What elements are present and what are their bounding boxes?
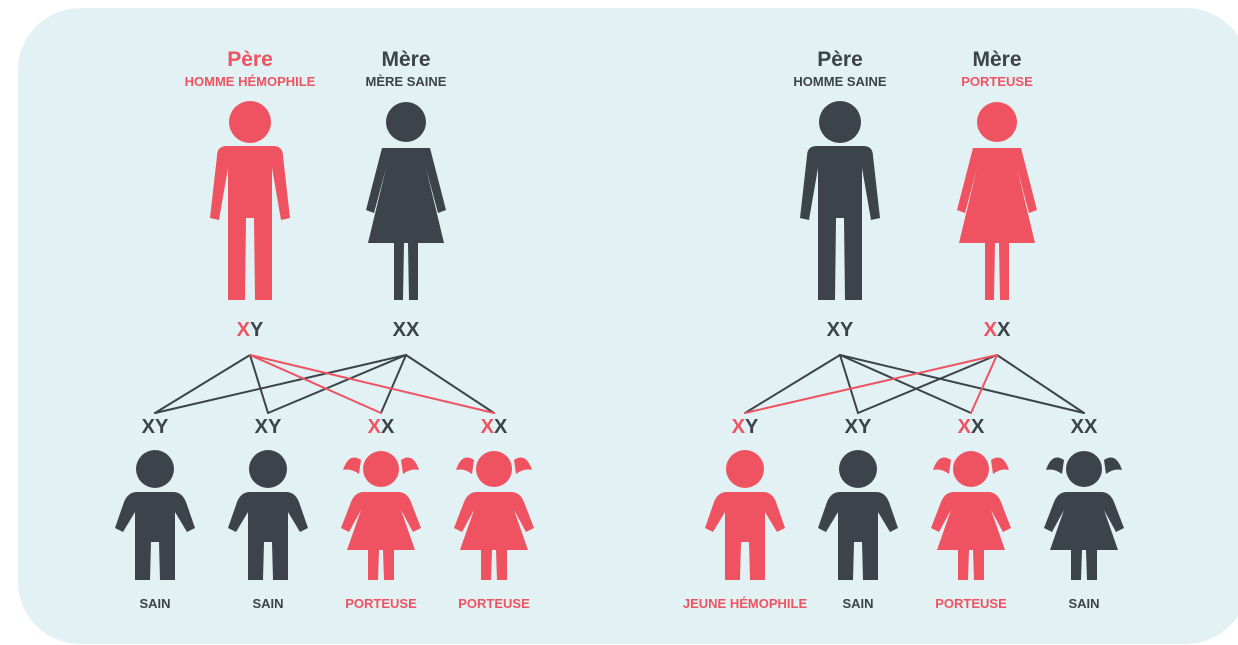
inheritance-line xyxy=(839,354,972,414)
girl-icon xyxy=(1044,451,1124,580)
inheritance-lines xyxy=(744,354,1085,414)
genotype-letter: X xyxy=(381,416,395,438)
child-label: PORTEUSE xyxy=(458,596,530,611)
inheritance-line xyxy=(249,354,495,414)
boy-icon xyxy=(228,450,308,580)
child-figure xyxy=(705,450,785,580)
parent-title: Père xyxy=(817,48,863,71)
genotype-letter: Y xyxy=(840,319,854,341)
genotype-letter: X xyxy=(406,319,420,341)
genotype-letter: X xyxy=(368,416,382,438)
father-figure xyxy=(800,101,880,300)
genotype-letter: X xyxy=(494,416,508,438)
inheritance-line xyxy=(744,354,841,414)
child-figure xyxy=(115,450,195,580)
genotype-letter: Y xyxy=(155,416,169,438)
child-genotype: XX xyxy=(958,416,985,438)
genotype-letter: X xyxy=(984,319,998,341)
inheritance-lines xyxy=(154,354,495,414)
parent-subtitle: PORTEUSE xyxy=(961,74,1033,89)
girl-icon xyxy=(454,451,534,580)
child-figure xyxy=(818,450,898,580)
man-icon xyxy=(800,101,880,300)
child-label: JEUNE HÉMOPHILE xyxy=(683,596,808,611)
genotype-letter: Y xyxy=(745,416,759,438)
genotype-letter: X xyxy=(732,416,746,438)
mother-figure xyxy=(366,102,446,300)
inheritance-line xyxy=(405,354,495,414)
child-figure xyxy=(1044,451,1124,580)
parent-subtitle: MÈRE SAINE xyxy=(366,74,447,89)
parent-subtitle: HOMME HÉMOPHILE xyxy=(185,74,316,89)
child-figure xyxy=(228,450,308,580)
inheritance-line xyxy=(839,354,859,414)
family-1 xyxy=(115,101,534,580)
diagram-background xyxy=(18,8,1238,644)
genotype-letter: X xyxy=(393,319,407,341)
woman-icon xyxy=(366,102,446,300)
child-genotype: XY xyxy=(845,416,872,438)
inheritance-line xyxy=(970,354,998,414)
boy-icon xyxy=(818,450,898,580)
child-genotype: XX xyxy=(481,416,508,438)
girl-icon xyxy=(341,451,421,580)
genotype-letter: Y xyxy=(250,319,264,341)
family-2 xyxy=(705,101,1124,580)
genotype-letter: X xyxy=(237,319,251,341)
child-genotype: XX xyxy=(368,416,395,438)
genotype-letter: X xyxy=(481,416,495,438)
child-genotype: XY xyxy=(255,416,282,438)
child-label: SAIN xyxy=(842,596,873,611)
genotype-letter: X xyxy=(1071,416,1085,438)
inheritance-line xyxy=(744,354,998,414)
child-label: SAIN xyxy=(252,596,283,611)
genotype-letter: X xyxy=(255,416,269,438)
inheritance-line xyxy=(857,354,998,414)
inheritance-line xyxy=(249,354,382,414)
genotype-letter: X xyxy=(845,416,859,438)
child-genotype: XY xyxy=(142,416,169,438)
boy-icon xyxy=(115,450,195,580)
genotype-letter: X xyxy=(958,416,972,438)
father-figure xyxy=(210,101,290,300)
genotype-letter: X xyxy=(997,319,1011,341)
child-genotype: XY xyxy=(732,416,759,438)
parent-title: Mère xyxy=(972,48,1021,71)
genotype-letter: Y xyxy=(858,416,872,438)
parent-genotype: XY xyxy=(237,319,264,341)
parent-genotype: XY xyxy=(827,319,854,341)
genotype-letter: X xyxy=(1084,416,1098,438)
woman-icon xyxy=(957,102,1037,300)
parent-title: Mère xyxy=(381,48,430,71)
parent-genotype: XX xyxy=(393,319,420,341)
child-figure xyxy=(341,451,421,580)
parent-genotype: XX xyxy=(984,319,1011,341)
mother-figure xyxy=(957,102,1037,300)
parent-title: Père xyxy=(227,48,273,71)
inheritance-line xyxy=(154,354,407,414)
girl-icon xyxy=(931,451,1011,580)
inheritance-line xyxy=(249,354,269,414)
inheritance-line xyxy=(839,354,1085,414)
inheritance-line xyxy=(267,354,407,414)
man-icon xyxy=(210,101,290,300)
inheritance-line xyxy=(380,354,407,414)
genotype-letter: X xyxy=(142,416,156,438)
child-figure xyxy=(454,451,534,580)
genotype-letter: Y xyxy=(268,416,282,438)
child-label: SAIN xyxy=(139,596,170,611)
child-label: PORTEUSE xyxy=(345,596,417,611)
child-figure xyxy=(931,451,1011,580)
child-label: SAIN xyxy=(1068,596,1099,611)
child-label: PORTEUSE xyxy=(935,596,1007,611)
genotype-letter: X xyxy=(971,416,985,438)
child-genotype: XX xyxy=(1071,416,1098,438)
inheritance-line xyxy=(154,354,251,414)
genotype-letter: X xyxy=(827,319,841,341)
parent-subtitle: HOMME SAINE xyxy=(793,74,887,89)
inheritance-line xyxy=(996,354,1085,414)
boy-icon xyxy=(705,450,785,580)
